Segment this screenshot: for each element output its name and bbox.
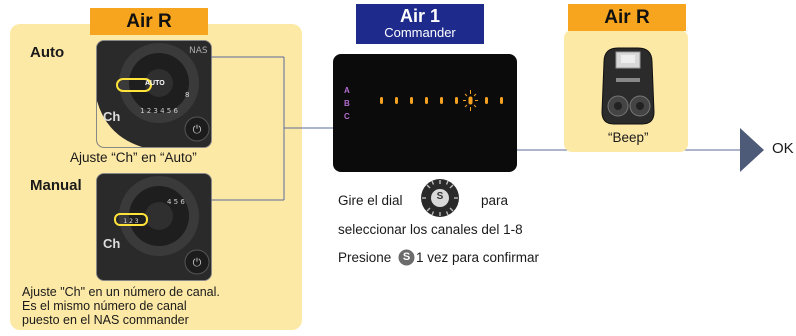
manual-caption-line-3: puesto en el NAS commander: [22, 313, 189, 327]
led-9: [500, 97, 503, 104]
instruction-confirm: 1 vez para confirmar: [416, 250, 540, 265]
channel-a-label: A: [344, 86, 350, 95]
instruction-press: Presione: [338, 250, 392, 265]
led-1: [380, 97, 383, 104]
led-3: [410, 97, 413, 104]
channel-c-label: C: [344, 112, 350, 121]
manual-caption-line-2: Es el mismo número de canal: [22, 299, 187, 313]
svg-text:⏻: ⏻: [193, 123, 202, 136]
auto-label: Auto: [30, 44, 65, 61]
auto-dial-text: AUTO: [145, 80, 165, 87]
svg-text:8: 8: [185, 91, 189, 99]
instruction-select-channels: seleccionar los canales del 1-8: [338, 222, 523, 237]
auto-ch-label: Ch: [103, 109, 121, 124]
instruction-turn-dial: Gire el dial: [338, 193, 403, 208]
svg-text:1 2 3 4 5 6: 1 2 3 4 5 6: [140, 107, 178, 115]
instruction-para: para: [481, 193, 509, 208]
led-2: [395, 97, 398, 104]
commander-subtitle: Commander: [384, 25, 456, 40]
led-blinking-icon: [463, 90, 478, 111]
dial-letter: S: [436, 191, 444, 202]
auto-caption: Ajuste “Ch” en “Auto”: [70, 150, 197, 165]
led-8: [485, 97, 488, 104]
svg-text:1 2 3: 1 2 3: [123, 218, 138, 225]
dial-icon: [421, 179, 459, 217]
s-button-icon: [398, 249, 415, 266]
arrow-right-icon: [740, 128, 764, 172]
air-r-tag-left: Air R: [90, 8, 208, 35]
manual-caption-line-1: Ajuste "Ch" en un número de canal.: [22, 285, 220, 299]
channel-leds: [380, 90, 503, 111]
auto-dial-photo: ⏻ NAS 8 1 2 3 4 5 6 AUTO Ch: [96, 40, 212, 148]
s-button-letter: S: [402, 251, 411, 263]
commander-display: A B C: [333, 54, 517, 172]
svg-text:NAS: NAS: [189, 46, 208, 56]
air1-title: Air 1: [399, 6, 441, 26]
ok-label: OK: [772, 140, 794, 157]
beep-caption: “Beep”: [608, 130, 649, 145]
air1-commander-tag: Air 1 Commander: [356, 4, 484, 44]
svg-text:⏻: ⏻: [193, 256, 202, 269]
air-r-device-photo: [601, 47, 655, 125]
led-5: [440, 97, 443, 104]
manual-dial-photo: ⏻ 1 2 3 4 5 6 Ch: [96, 173, 212, 281]
svg-text:4 5 6: 4 5 6: [167, 198, 185, 206]
led-6: [455, 97, 458, 104]
manual-ch-label: Ch: [103, 236, 121, 251]
air-r-tag-right: Air R: [568, 4, 686, 31]
manual-label: Manual: [30, 177, 82, 194]
led-4: [425, 97, 428, 104]
channel-b-label: B: [344, 99, 350, 108]
